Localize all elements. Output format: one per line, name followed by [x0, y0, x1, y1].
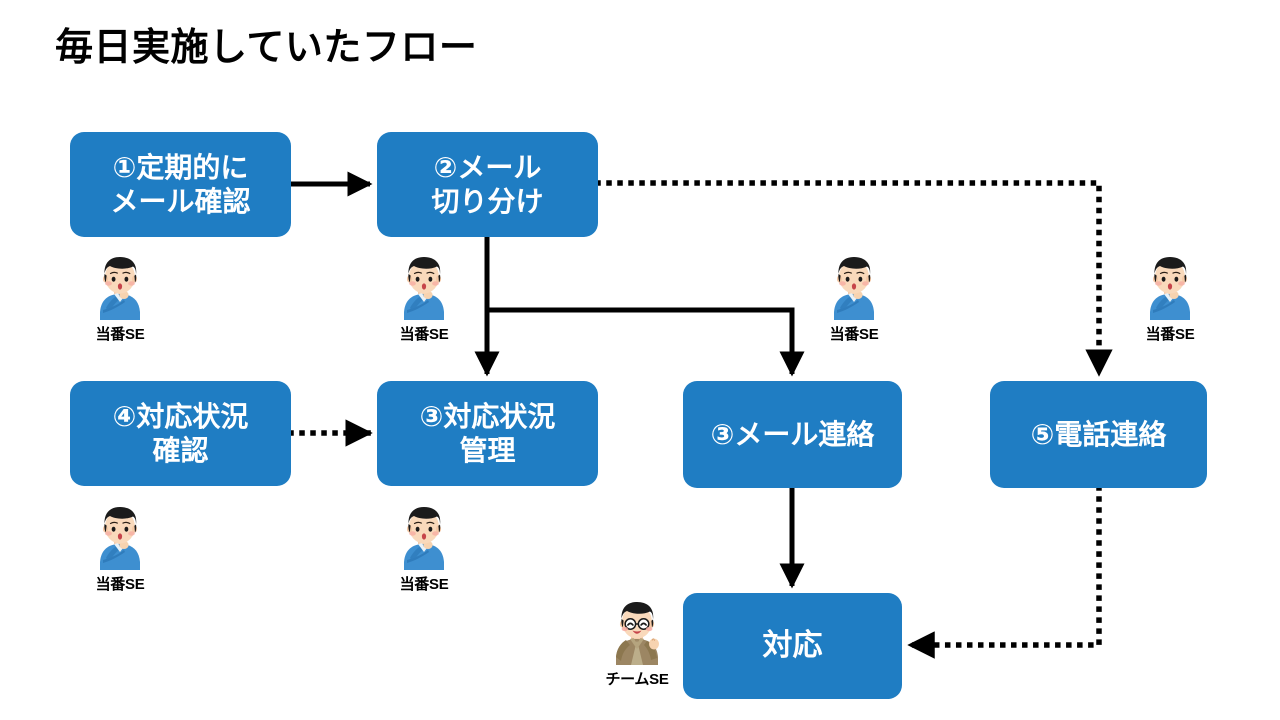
actor-duty-se: 当番SE [84, 500, 156, 594]
process-node-label: 対応 [762, 629, 823, 663]
actor-label: 当番SE [399, 576, 449, 593]
process-node-label: ④対応状況 確認 [112, 401, 249, 466]
connector-n2-to-n3b [487, 307, 805, 377]
team-se-avatar-icon [616, 602, 659, 665]
page-title: 毎日実施していたフロー [55, 27, 478, 69]
duty-se-avatar-icon [404, 507, 444, 570]
duty-se-avatar-icon [100, 507, 140, 570]
actor-label: 当番SE [399, 326, 449, 343]
process-node-label: ⑤電話連絡 [1030, 418, 1167, 450]
actor-label: 当番SE [95, 326, 145, 343]
process-node-n5[interactable]: ⑤電話連絡 [990, 381, 1207, 488]
duty-se-avatar-icon [1150, 257, 1190, 320]
duty-se-avatar-icon [834, 257, 874, 320]
process-node-label: ②メール 切り分け [431, 152, 544, 217]
process-node-n3[interactable]: ③対応状況 管理 [377, 381, 598, 486]
duty-se-avatar-icon [404, 257, 444, 320]
process-node-n3b[interactable]: ③メール連絡 [683, 381, 902, 488]
process-node-n1[interactable]: ①定期的に メール確認 [70, 132, 291, 237]
actor-label: 当番SE [95, 576, 145, 593]
actor-team-se: チームSE [601, 595, 673, 689]
actor-duty-se: 当番SE [818, 250, 890, 344]
actor-duty-se: 当番SE [1134, 250, 1206, 344]
process-node-n4[interactable]: ④対応状況 確認 [70, 381, 291, 486]
process-node-label: ①定期的に メール確認 [110, 152, 251, 217]
connector-n5-to-n6 [907, 485, 1102, 659]
process-node-n2[interactable]: ②メール 切り分け [377, 132, 598, 237]
duty-se-avatar-icon [100, 257, 140, 320]
actor-duty-se: 当番SE [388, 500, 460, 594]
actor-duty-se: 当番SE [84, 250, 156, 344]
actor-label: 当番SE [1145, 326, 1195, 343]
actor-label: チームSE [605, 671, 669, 688]
process-node-n6[interactable]: 対応 [683, 593, 902, 699]
actor-label: 当番SE [829, 326, 879, 343]
process-node-label: ③対応状況 管理 [419, 401, 556, 466]
actor-duty-se: 当番SE [388, 250, 460, 344]
process-node-label: ③メール連絡 [710, 418, 875, 450]
